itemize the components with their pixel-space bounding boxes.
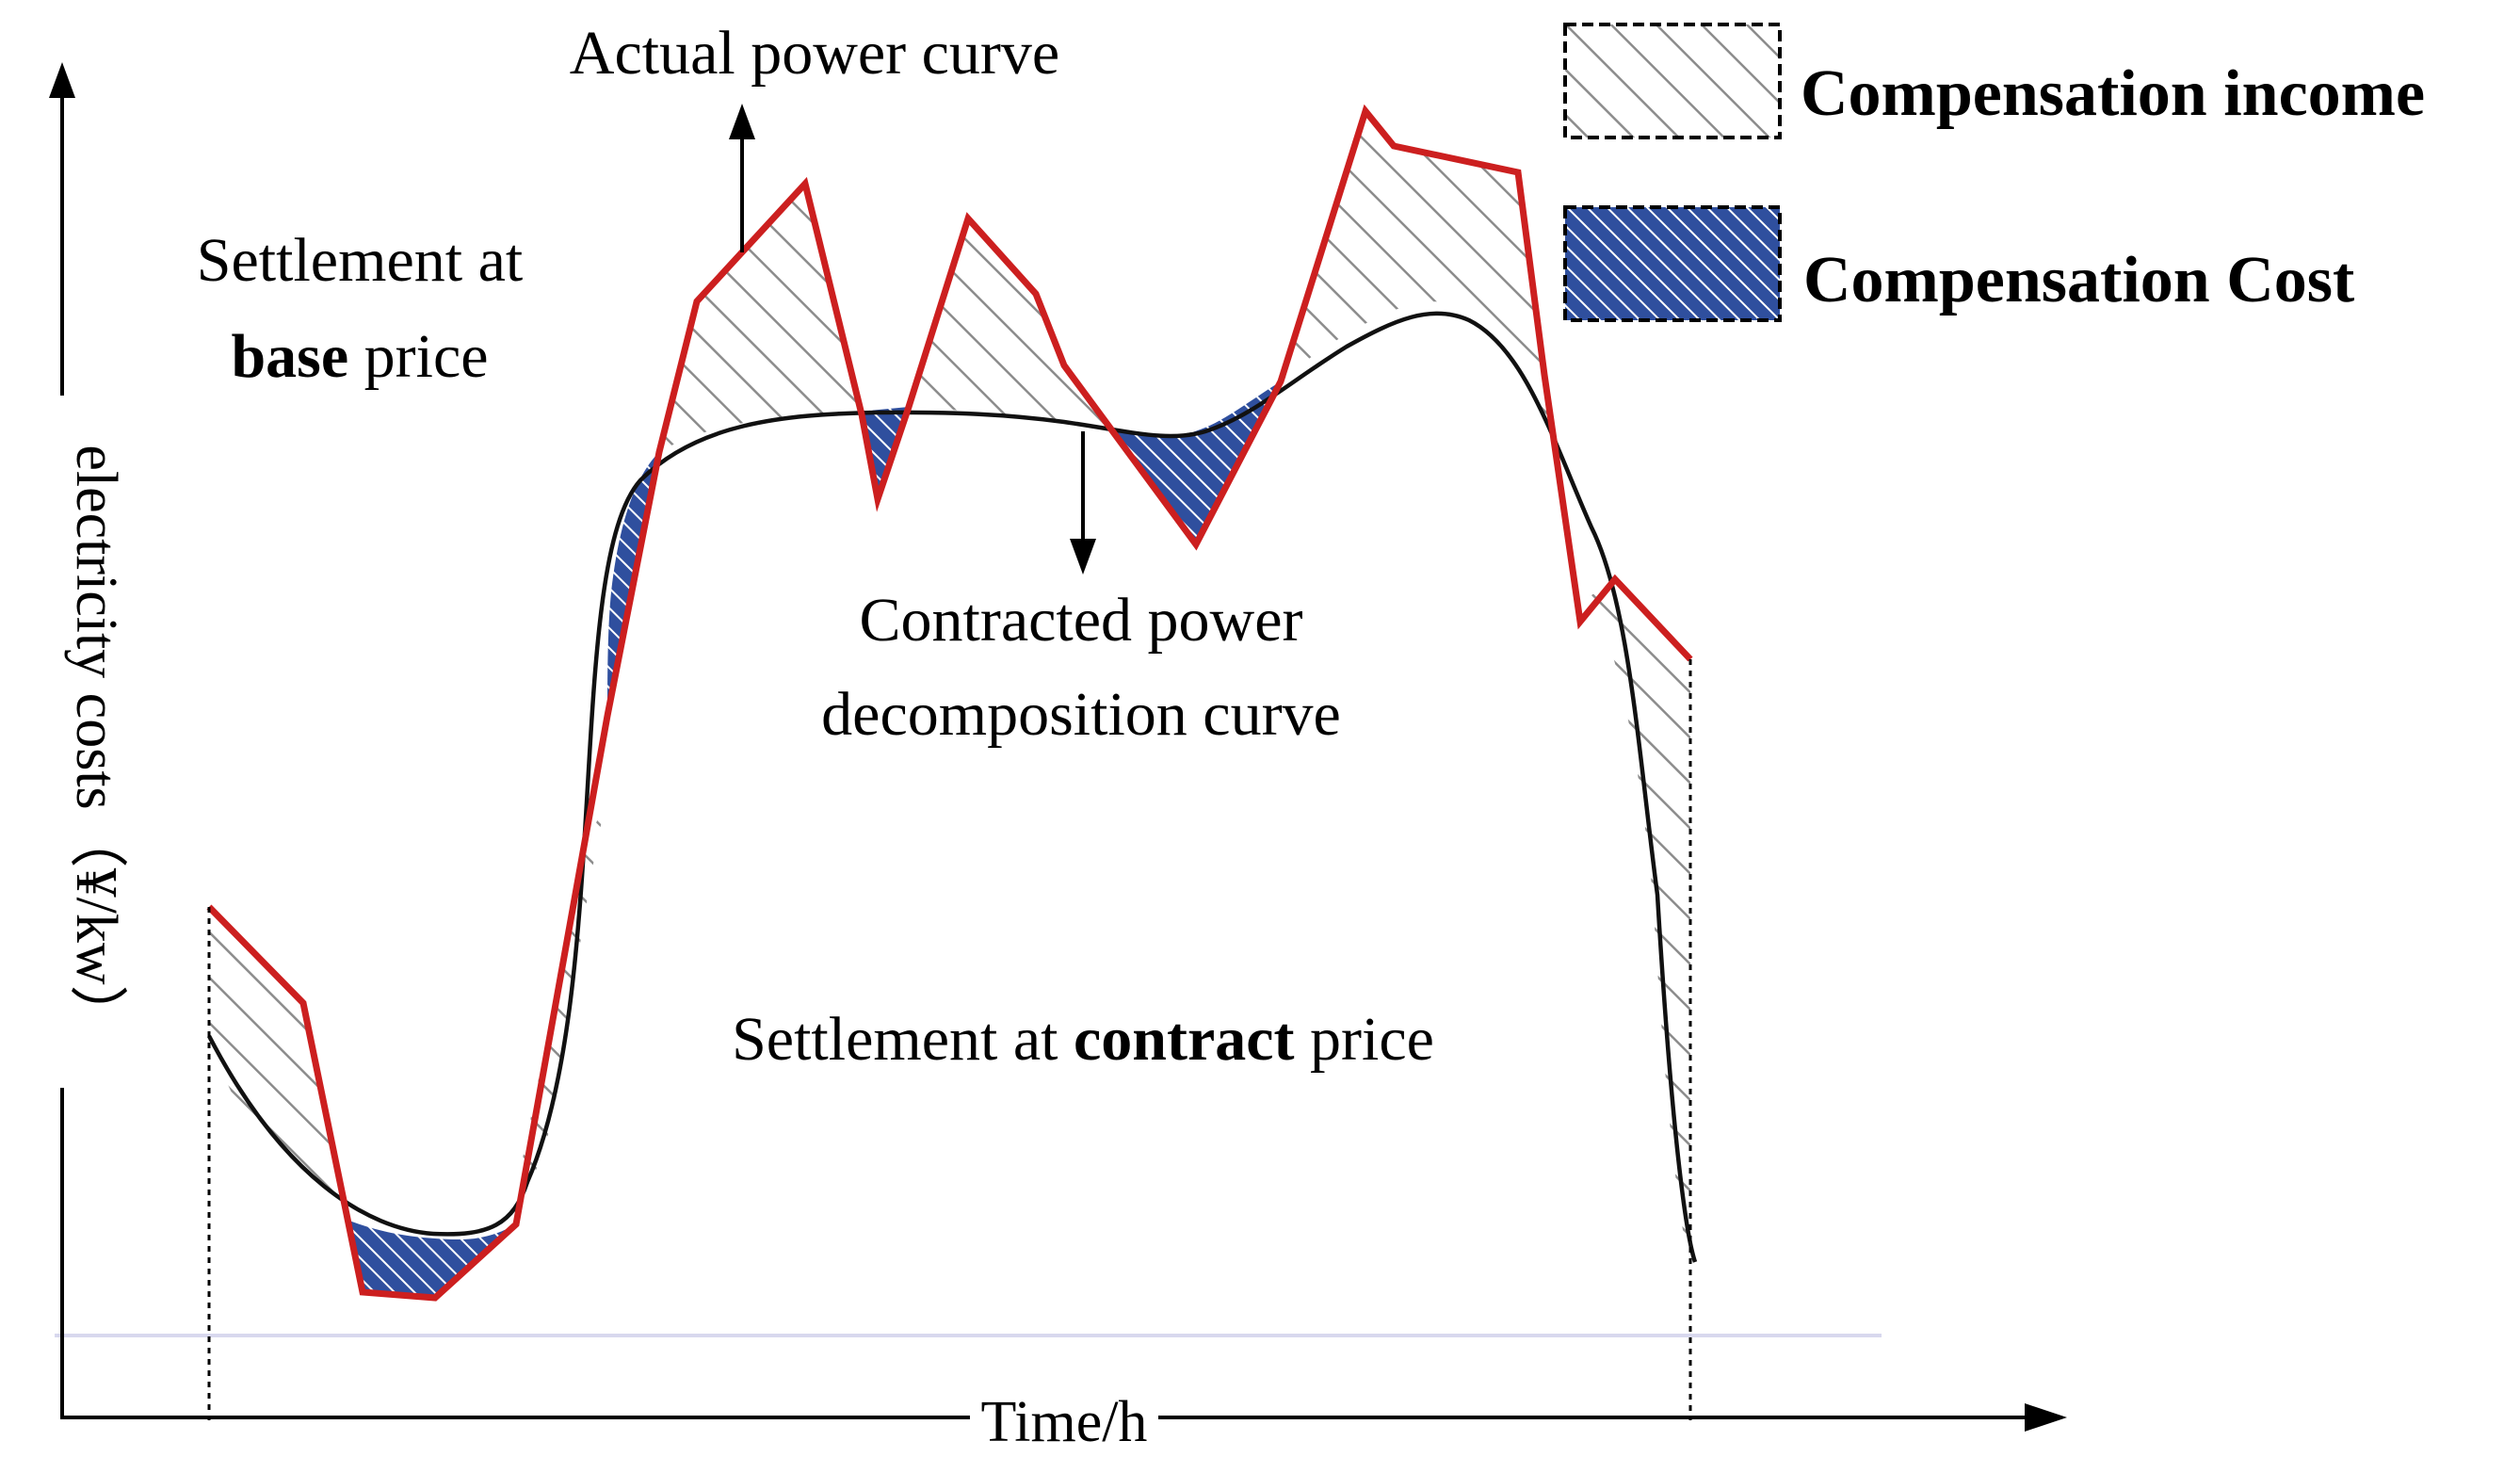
x-axis-label: Time/h	[981, 1390, 1148, 1452]
contract-price-rest: price	[1295, 1005, 1434, 1074]
contracted-curve-arrowhead	[1070, 539, 1096, 575]
compensation-regions	[209, 111, 1690, 1298]
contract-price-label: Settlement at contract price	[732, 1005, 1434, 1074]
y-axis-arrowhead	[49, 62, 75, 98]
x-axis-arrowhead	[2025, 1403, 2067, 1432]
legend: Compensation income Compensation Cost	[1563, 23, 2425, 322]
actual-curve-arrowhead	[729, 104, 755, 139]
contract-price-bold: contract	[1074, 1005, 1295, 1074]
cost-region-dip2	[1111, 381, 1281, 544]
income-region-left	[209, 907, 347, 1201]
contracted-curve-label-line2: decomposition curve	[821, 680, 1341, 749]
legend-cost-swatch	[1563, 205, 1782, 322]
legend-income-swatch	[1563, 23, 1782, 139]
contracted-curve-label-line1: Contracted power	[860, 586, 1303, 655]
actual-power-curve	[206, 104, 1693, 1302]
income-region-top-right	[1281, 111, 1563, 485]
base-price-label-line1: Settlement at	[197, 226, 523, 295]
legend-cost-label: Compensation Cost	[1803, 244, 2354, 316]
cost-region-dip1	[859, 407, 909, 499]
y-axis-label: electricity costs（¥/kw）	[64, 445, 128, 1043]
actual-curve-label: Actual power curve	[570, 19, 1059, 88]
base-price-rest: price	[348, 322, 488, 391]
contracted-power-curve	[207, 311, 1698, 1263]
cost-region-trough	[347, 1220, 516, 1298]
income-region-top-mid	[909, 219, 1111, 429]
base-price-bold: base	[231, 322, 348, 391]
income-region-right	[1591, 579, 1690, 1267]
income-region-top-left	[659, 184, 862, 452]
legend-income-label: Compensation income	[1801, 57, 2425, 130]
contract-price-prefix: Settlement at	[732, 1005, 1074, 1074]
base-price-label-line2: base price	[231, 322, 488, 391]
